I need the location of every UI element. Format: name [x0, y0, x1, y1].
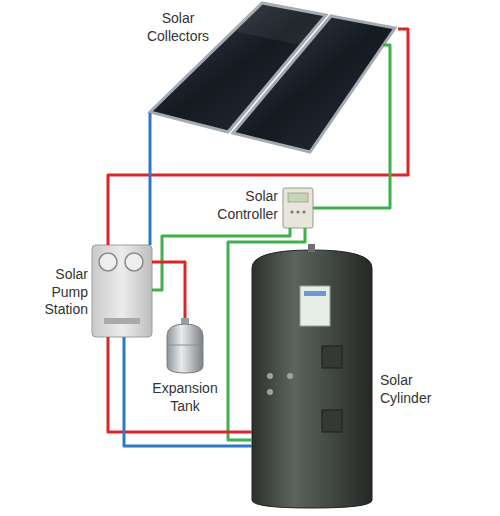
sticker-band	[304, 291, 326, 296]
controller-display	[288, 193, 308, 202]
cylinder-fitting	[308, 244, 315, 252]
collector-panel	[233, 16, 395, 152]
tank-seam	[167, 345, 203, 346]
component-label: Solar Controller	[206, 188, 278, 223]
component-label: Solar Pump Station	[36, 266, 88, 319]
solar-collectors: Solar Collectors	[140, 3, 402, 153]
solar-cylinder: Solar Cylinder	[252, 250, 372, 508]
label-box: Solar Controller	[206, 188, 278, 223]
cylinder-body	[252, 250, 372, 508]
pump-gauge	[99, 253, 117, 271]
pipe-connector	[152, 228, 290, 290]
label-box: Solar Collectors	[140, 10, 216, 45]
controller-button	[302, 210, 305, 213]
pump-station-body	[92, 245, 152, 337]
component-label: Solar Collectors	[140, 10, 216, 45]
pipe-connector	[228, 228, 305, 440]
pipe-connector	[108, 337, 252, 432]
cylinder-port	[287, 373, 293, 379]
pump-station: Solar Pump Station	[92, 245, 152, 337]
label-box: Solar Pump Station	[36, 266, 88, 319]
label-box: Expansion Tank	[142, 380, 228, 415]
pipe-connector	[108, 29, 408, 245]
component-label: Expansion Tank	[142, 380, 228, 415]
cylinder-port	[267, 389, 273, 395]
pump-gauge	[125, 253, 143, 271]
cylinder-hatch	[322, 410, 342, 432]
label-box: Solar Cylinder	[380, 372, 442, 407]
solar-controller: Solar Controller	[283, 188, 313, 228]
pump-badge	[104, 318, 140, 324]
pipe-connector	[313, 45, 390, 208]
cylinder-hatch	[322, 346, 342, 368]
pipe-connector	[152, 262, 185, 318]
controller-button	[290, 210, 293, 213]
panel-glare	[228, 3, 326, 45]
controller-body	[283, 188, 313, 228]
cylinder-sticker	[300, 286, 330, 326]
cylinder-port	[267, 373, 273, 379]
component-label: Solar Cylinder	[380, 372, 442, 407]
controller-button	[296, 210, 299, 213]
pipe-connector	[149, 113, 152, 245]
expansion-tank: Expansion Tank	[165, 318, 205, 373]
pipe-connector	[124, 337, 252, 446]
expansion-tank-body	[167, 324, 203, 373]
